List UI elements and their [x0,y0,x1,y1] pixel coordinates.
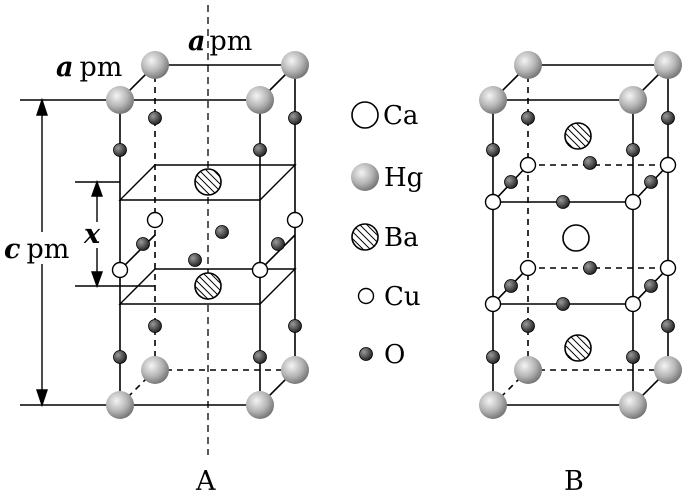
oxygen-atoms-b [486,111,675,364]
legend-hg-label: Hg [384,163,423,193]
lower-plane [118,268,297,305]
legend-o-icon [359,347,373,361]
calcium-atom-b [562,224,590,252]
oxygen-atoms-a [113,111,302,364]
legend-ba-icon [351,223,379,251]
legend-o-label: O [384,340,405,370]
upper-plane [118,164,297,201]
legend-hg-icon [351,163,379,191]
barium-atoms-a [194,168,222,300]
caption-b: B [564,466,584,497]
legend-cu-label: Cu [384,282,421,312]
legend-ca-icon [351,101,379,129]
legend-ca-label: Ca [383,101,418,131]
copper-atoms-b [484,156,677,313]
copper-atoms-a [111,211,304,279]
barium-atoms-b [564,122,592,362]
caption-a: A [195,466,216,497]
mercury-atoms-a [106,51,309,419]
legend-ba-label: Ba [384,223,419,253]
label-x: x [83,219,101,250]
legend: Ca Hg Ba Cu O [351,101,423,370]
mercury-atoms-b [479,51,682,419]
legend-cu-icon [357,287,375,305]
